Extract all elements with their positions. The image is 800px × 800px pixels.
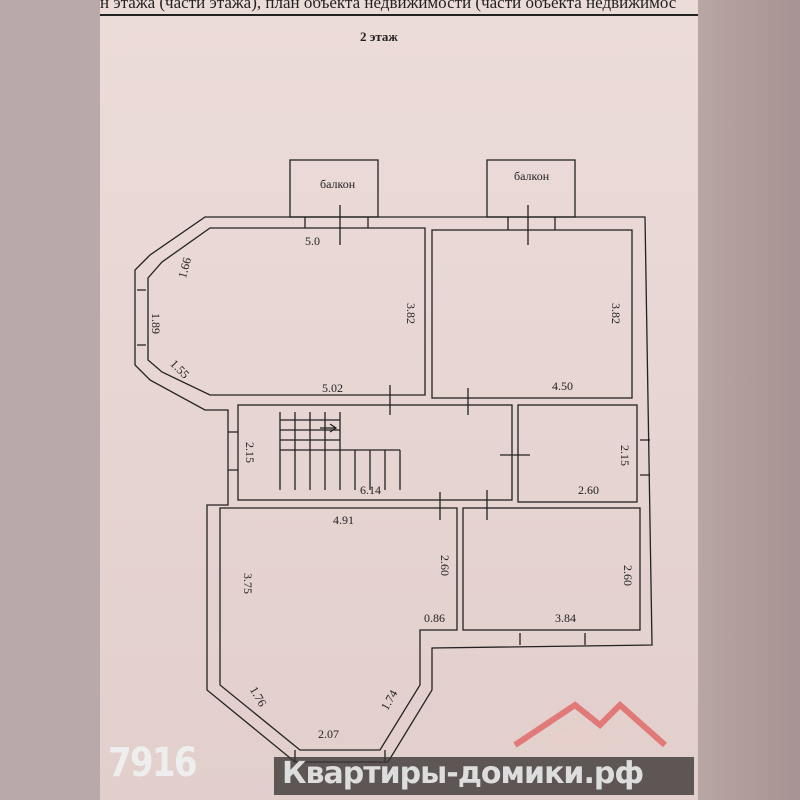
inner-wall-outline [147, 227, 426, 396]
dim-label: 3.75 [241, 573, 255, 594]
dim-label: 1.55 [167, 357, 192, 382]
document-page [100, 0, 698, 800]
dim-label: 4.91 [333, 513, 354, 527]
outer-wall [134, 216, 653, 763]
balcony-1 [289, 159, 379, 218]
staircase [279, 412, 401, 490]
windows [137, 217, 650, 762]
dim-label: 3.82 [609, 303, 623, 324]
balcony-2 [486, 159, 576, 218]
dim-label: 1.74 [378, 687, 401, 712]
dim-label: 2.15 [243, 442, 257, 463]
balcony-label: балкон [320, 177, 356, 191]
small-room [517, 404, 638, 503]
dim-label: 6.14 [360, 483, 381, 497]
dim-label: 2.60 [438, 555, 452, 576]
dim-label: 3.82 [404, 303, 418, 324]
lot-number: 7916 [108, 740, 198, 786]
dim-label: 1.89 [149, 313, 163, 334]
dim-label: 2.60 [578, 483, 599, 497]
room-4 [219, 507, 458, 751]
room-5 [462, 507, 641, 631]
dim-label: 1.76 [247, 684, 270, 709]
door-marks [339, 205, 530, 520]
watermark-bar [274, 757, 694, 795]
dim-label: 4.50 [552, 379, 573, 393]
document-header: н этажа (части этажа), план объекта недв… [100, 0, 677, 12]
dim-label: 1.66 [175, 256, 194, 280]
dim-label: 2.07 [318, 727, 339, 741]
dim-label: 3.84 [555, 611, 576, 625]
dim-label: 0.86 [424, 611, 445, 625]
dim-label: 5.0 [305, 234, 320, 248]
room-2 [431, 229, 633, 399]
background-shadow [698, 0, 800, 800]
floor-title: 2 этаж [360, 29, 398, 44]
balcony-label: балкон [514, 169, 550, 183]
header-divider [100, 14, 698, 16]
watermark-brand: Квартиры-домики.рф [282, 756, 644, 791]
dim-label: 5.02 [322, 381, 343, 395]
dim-label: 2.15 [618, 445, 632, 466]
watermark-logo [513, 700, 667, 748]
stair-hall [237, 404, 513, 501]
dim-label: 2.60 [621, 565, 635, 586]
